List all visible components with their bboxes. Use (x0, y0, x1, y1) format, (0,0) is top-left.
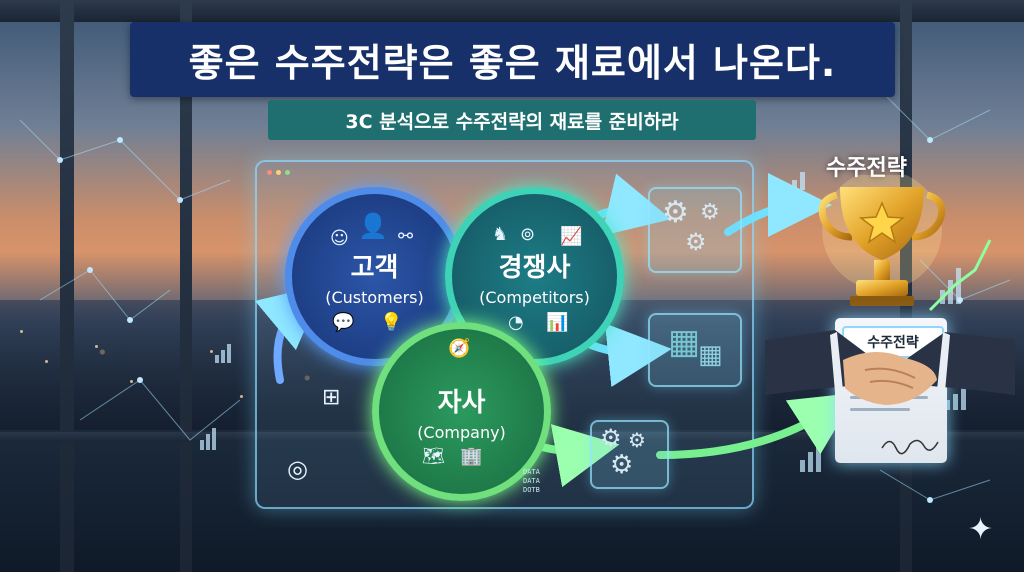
company-label: 자사 (437, 387, 486, 418)
compass-icon: 🧭 (448, 338, 471, 359)
network-icon: ⚯ (398, 226, 414, 247)
window-frame-post (60, 0, 74, 572)
window-dot (267, 170, 272, 175)
gear-card-bottom (590, 420, 669, 489)
window-frame-post (180, 0, 192, 572)
gear-icon: ⚙ (628, 428, 646, 452)
chat-icon: 💬 (332, 312, 355, 333)
gear-icon: ⚙ (610, 450, 634, 480)
lightbulb-icon: 💡 (380, 312, 403, 333)
gear-icon: ⚙ (662, 195, 689, 230)
person-icon: 👤 (358, 212, 388, 240)
page-subtitle: 3C 분석으로 수주전략의 재료를 준비하라 (345, 110, 679, 133)
competitor-sublabel: (Competitors) (479, 287, 590, 307)
sparkle-icon: ✦ (968, 512, 994, 547)
page-title: 좋은 수주전략은 좋은 재료에서 나온다. (188, 41, 837, 85)
company-sublabel: (Company) (417, 422, 506, 442)
customer-sublabel: (Customers) (325, 287, 424, 307)
gear-card-top (648, 187, 742, 273)
data-icon-label: DATA DATA DOTB (523, 468, 540, 495)
gear-icon: ⚙ (700, 200, 720, 225)
company-circle: 자사 (Company) (372, 322, 551, 501)
document-line (850, 408, 910, 411)
presentation-icon: 📊 (546, 312, 569, 333)
title-banner: 좋은 수주전략은 좋은 재료에서 나온다. (130, 22, 895, 97)
blocks-icon: ▦ (668, 322, 701, 362)
subtitle-banner: 3C 분석으로 수주전략의 재료를 준비하라 (268, 100, 756, 140)
chart-icon: 📈 (560, 226, 583, 247)
strategy-title: 수주전략 (826, 156, 907, 181)
gear-icon: ⚙ (600, 424, 622, 452)
trophy-icon (818, 175, 946, 306)
building-icon: 🏢 (460, 446, 483, 467)
org-chart-icon: ⊞ (322, 385, 341, 410)
pie-chart-icon: ◔ (508, 312, 524, 333)
blocks-card (648, 313, 742, 387)
map-icon: 🗺 (422, 446, 445, 467)
window-dot (285, 170, 290, 175)
window-dot (276, 170, 281, 175)
window-frame-top (0, 0, 1024, 22)
customer-label: 고객 (350, 252, 399, 283)
signature-icon (881, 439, 939, 455)
competitor-label: 경쟁사 (498, 252, 571, 283)
chess-icon: ♞ (492, 224, 509, 245)
blocks-icon: ▦ (698, 340, 723, 370)
people-icon: ☺ (330, 228, 349, 249)
gear-icon: ⚙ (685, 228, 707, 256)
data-icon-text: DATA DATA DOTB (523, 468, 540, 494)
handshake-icon (765, 330, 1015, 405)
target-icon: ◎ (287, 455, 308, 483)
binoculars-icon: ⊚ (520, 224, 536, 245)
